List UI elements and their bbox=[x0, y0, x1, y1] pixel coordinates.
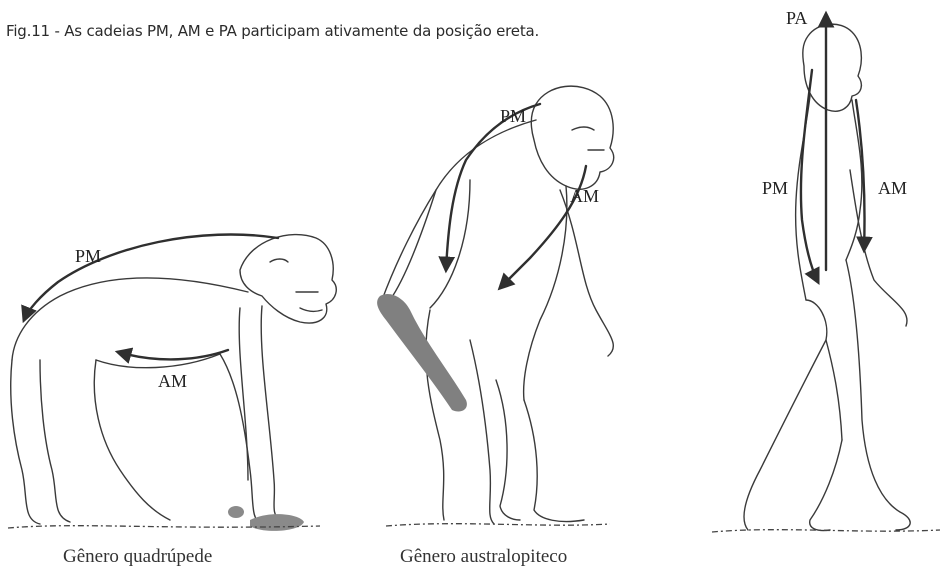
am-chain-arrow-2 bbox=[500, 166, 586, 288]
quadruped-figure: PM AM Gênero quadrúpede bbox=[8, 235, 336, 567]
pm-chain-arrow-2 bbox=[446, 104, 540, 270]
am-chain-arrow bbox=[118, 350, 228, 359]
quadruped-am-label: AM bbox=[158, 371, 187, 391]
erect-human-figure: PA PM AM bbox=[712, 8, 940, 532]
australopithecus-body bbox=[377, 86, 614, 526]
erect-pa-label: PA bbox=[786, 8, 807, 28]
australopithecus-am-label: AM bbox=[570, 186, 599, 206]
pm-chain-arrow bbox=[24, 235, 278, 320]
quadruped-title: Gênero quadrúpede bbox=[63, 546, 212, 567]
quadruped-pm-label: PM bbox=[75, 246, 101, 266]
erect-am-label: AM bbox=[878, 178, 907, 198]
erect-pm-label: PM bbox=[762, 178, 788, 198]
australopithecus-pm-label: PM bbox=[500, 106, 526, 126]
australopithecus-title: Gênero australopiteco bbox=[400, 546, 567, 567]
australopithecus-figure: PM AM Gênero australopiteco bbox=[377, 86, 614, 567]
